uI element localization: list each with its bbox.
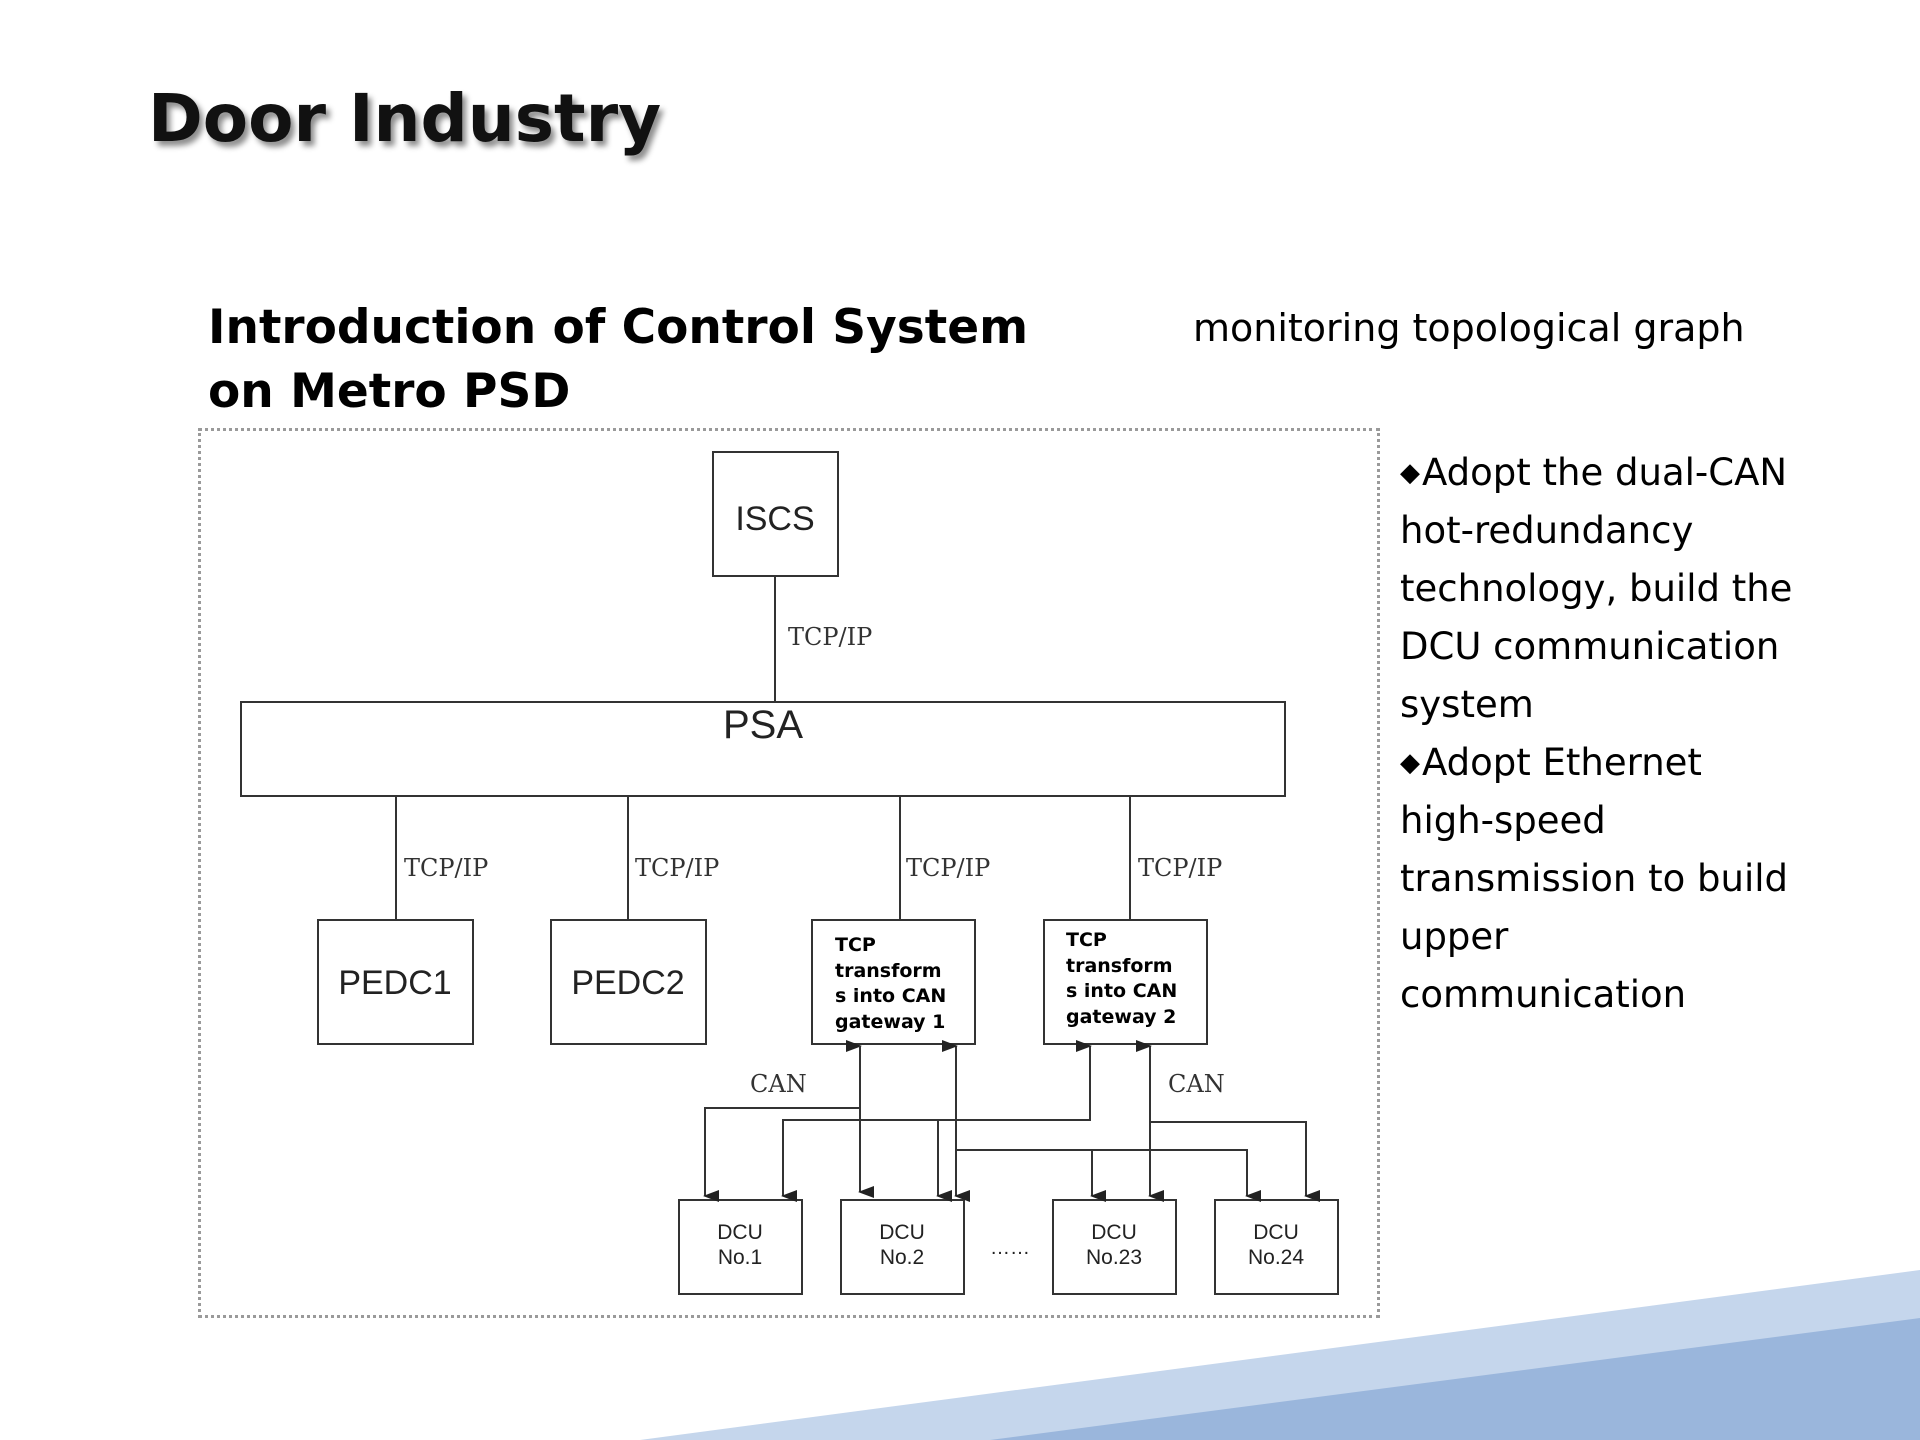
gateway2-line1: TCP <box>1066 929 1107 951</box>
dcu-ellipsis: …… <box>990 1237 1030 1259</box>
section-heading-line-1: Introduction of Control System <box>208 300 1029 355</box>
link-label-gateway1: TCP/IP <box>906 854 990 882</box>
bullet-list: ◆Adopt the dual-CAN hot-redundancy techn… <box>1400 444 1800 1024</box>
pedc1-box <box>317 919 474 1045</box>
gateway1-line2: transform <box>835 960 942 982</box>
dcu2-box <box>840 1199 965 1295</box>
iscs-box <box>712 451 839 577</box>
pedc2-label: PEDC2 <box>571 964 684 1002</box>
bullet-item-2: ◆Adopt Ethernet high-speed transmission … <box>1400 734 1800 1024</box>
gateway2-line3: s into CAN <box>1066 980 1177 1002</box>
diamond-bullet-icon: ◆ <box>1400 748 1420 778</box>
gateway2-line4: gateway 2 <box>1066 1006 1176 1028</box>
iscs-label: ISCS <box>735 500 814 538</box>
topology-caption: monitoring topological graph <box>1193 306 1745 350</box>
psa-box <box>240 701 1286 797</box>
dcu1-line1: DCU <box>717 1221 763 1244</box>
dcu1-line2: No.1 <box>718 1246 762 1269</box>
pedc2-box <box>550 919 707 1045</box>
link-label-iscs-psa: TCP/IP <box>788 623 872 651</box>
pedc1-label: PEDC1 <box>338 964 451 1002</box>
link-label-gateway2: TCP/IP <box>1138 854 1222 882</box>
gateway2-line2: transform <box>1066 955 1173 977</box>
diamond-bullet-icon: ◆ <box>1400 458 1420 488</box>
slide-title: Door Industry <box>148 80 662 157</box>
control-system-diagram: ISCS PSA PEDC1 PEDC2 DCU No.1 DCU No.2 D… <box>240 451 1339 1295</box>
psa-label: PSA <box>723 703 803 747</box>
section-heading: Introduction of Control System on Metro … <box>208 296 1028 424</box>
gateway2-box <box>1043 919 1208 1045</box>
dcu2-line1: DCU <box>879 1221 925 1244</box>
can-label-right: CAN <box>1168 1070 1225 1098</box>
bullet-text-1: Adopt the dual-CAN hot-redundancy techno… <box>1400 451 1793 726</box>
diagram-frame <box>198 428 1380 1318</box>
can-label-left: CAN <box>750 1070 807 1098</box>
dcu24-line1: DCU <box>1253 1221 1299 1244</box>
dcu24-box <box>1214 1199 1339 1295</box>
gateway1-line3: s into CAN <box>835 985 946 1007</box>
link-label-pedc1: TCP/IP <box>404 854 488 882</box>
dcu23-line1: DCU <box>1091 1221 1137 1244</box>
gateway1-line4: gateway 1 <box>835 1011 945 1033</box>
bullet-item-1: ◆Adopt the dual-CAN hot-redundancy techn… <box>1400 444 1800 734</box>
gateway1-box <box>811 919 976 1045</box>
section-heading-line-2: on Metro PSD <box>208 364 571 419</box>
link-label-pedc2: TCP/IP <box>635 854 719 882</box>
dcu23-box <box>1052 1199 1177 1295</box>
gateway1-line1: TCP <box>835 934 876 956</box>
dcu24-line2: No.24 <box>1248 1246 1304 1269</box>
bullet-text-2: Adopt Ethernet high-speed transmission t… <box>1400 741 1789 1016</box>
dcu2-line2: No.2 <box>880 1246 924 1269</box>
dcu23-line2: No.23 <box>1086 1246 1142 1269</box>
